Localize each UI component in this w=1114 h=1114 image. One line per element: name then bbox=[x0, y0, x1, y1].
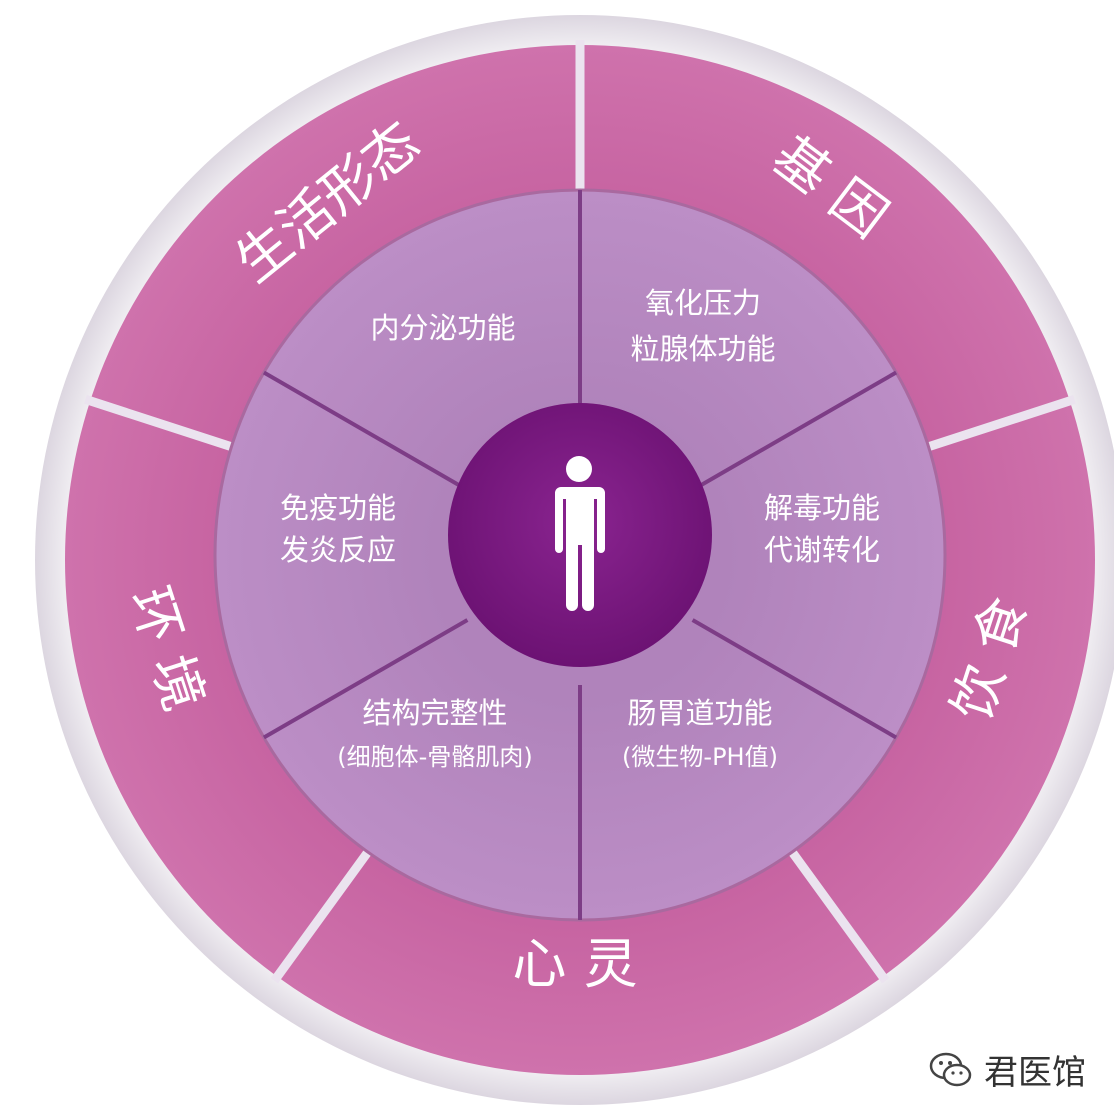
person-icon bbox=[555, 456, 605, 611]
inner-label-immune-2: 发炎反应 bbox=[280, 533, 396, 567]
wechat-icon bbox=[929, 1052, 972, 1086]
outer-divider-3 bbox=[270, 848, 373, 984]
watermark: 君医馆 bbox=[928, 1045, 1086, 1094]
inner-label-structure-2: (细胞体-骨骼肌肉) bbox=[337, 743, 532, 771]
inner-label-oxidative-2: 粒腺体功能 bbox=[630, 332, 775, 366]
outer-divider-4 bbox=[84, 395, 240, 454]
outer-label-mind: 心 灵 bbox=[512, 933, 637, 996]
inner-label-detox-2: 代谢转化 bbox=[764, 533, 880, 567]
inner-label-structure-1: 结构完整性 bbox=[362, 696, 507, 730]
inner-labels: 内分泌功能 氧化压力 粒腺体功能 解毒功能 代谢转化 肠胃道功能 (微生物-PH… bbox=[280, 286, 880, 771]
inner-label-endocrine: 内分泌功能 bbox=[370, 311, 515, 345]
inner-label-detox-1: 解毒功能 bbox=[764, 491, 880, 525]
inner-label-gut-2: (微生物-PH值) bbox=[622, 743, 778, 771]
inner-label-gut-1: 肠胃道功能 bbox=[627, 696, 772, 730]
outer-divider-2 bbox=[787, 848, 890, 984]
inner-divider-4 bbox=[262, 618, 469, 740]
outer-ring-dividers bbox=[84, 40, 1076, 984]
inner-divider-2 bbox=[691, 618, 898, 740]
inner-ring-dividers bbox=[262, 190, 898, 920]
inner-divider-1 bbox=[691, 370, 898, 492]
watermark-text: 君医馆 bbox=[984, 1053, 1086, 1093]
inner-label-immune-1: 免疫功能 bbox=[280, 491, 396, 525]
inner-label-oxidative-1: 氧化压力 bbox=[645, 286, 761, 320]
inner-divider-5 bbox=[262, 370, 469, 492]
outer-divider-1 bbox=[920, 395, 1076, 454]
